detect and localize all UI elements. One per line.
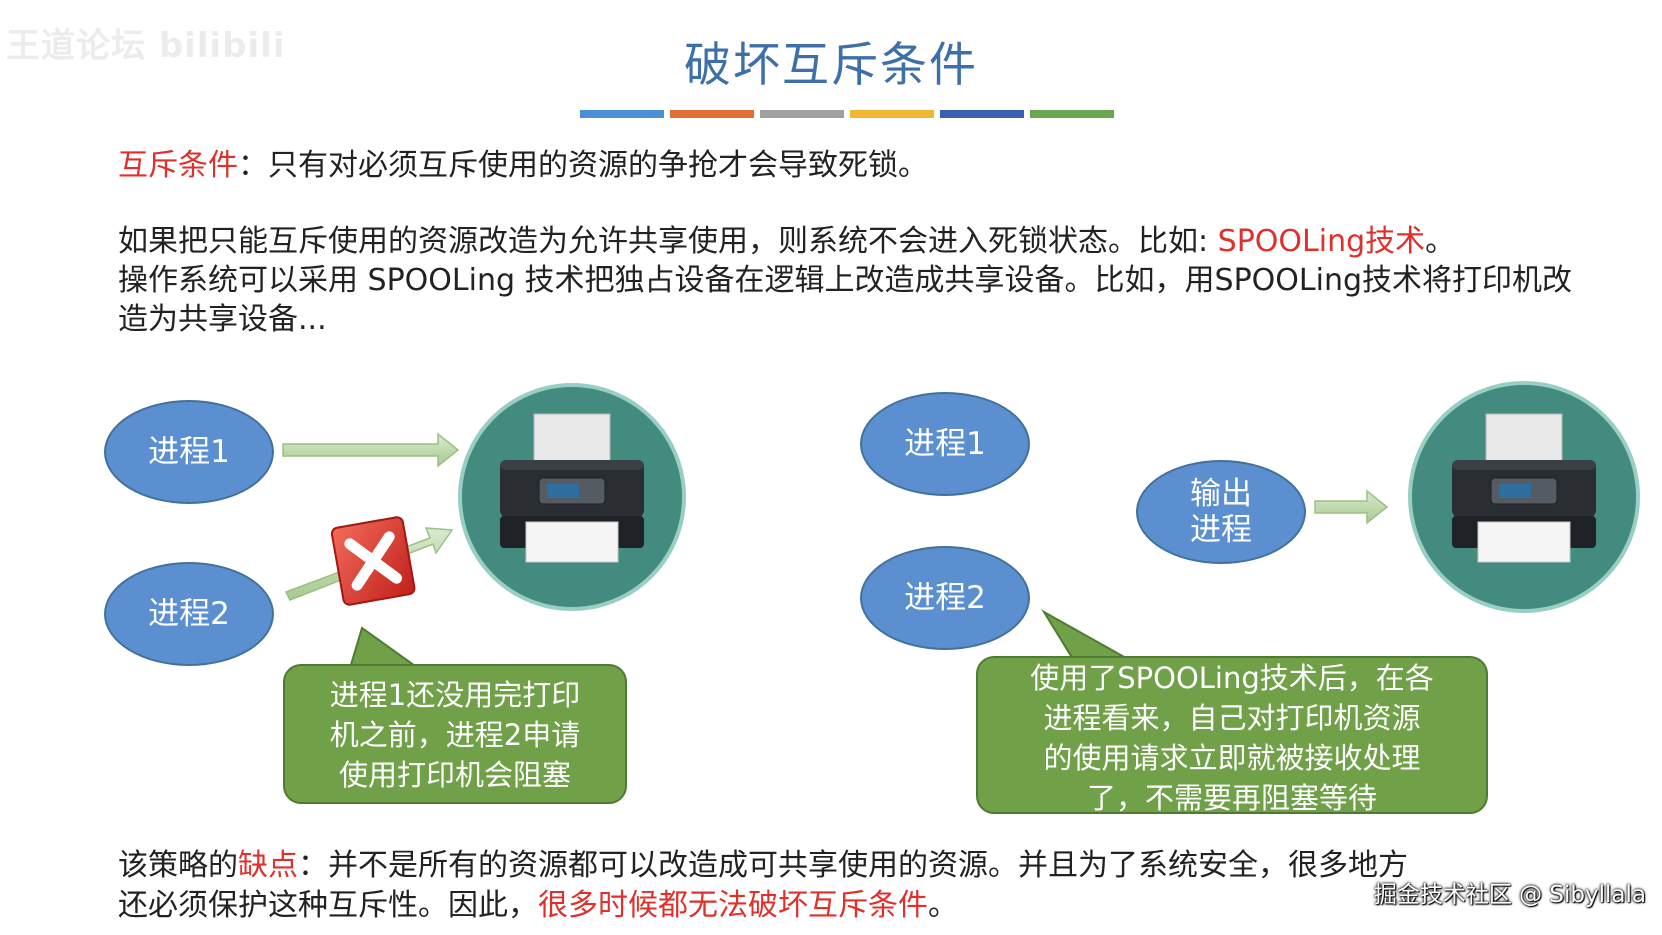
conclusion-paragraph: 该策略的缺点：并不是所有的资源都可以改造成可共享使用的资源。并且为了系统安全，很…	[118, 846, 1598, 926]
left-process2-oval: 进程2	[104, 562, 274, 666]
left-printer	[458, 383, 686, 611]
right-bubble-line: 的使用请求立即就被接收处理	[1043, 741, 1421, 775]
credit-label: 掘金技术社区 @ Sibyllala	[1373, 882, 1646, 908]
explanation-line1: 如果把只能互斥使用的资源改造为允许共享使用，则系统不会进入死锁状态。比如:	[118, 224, 1218, 259]
error-x-icon	[330, 516, 416, 606]
intro-text: ：只有对必须互斥使用的资源的争抢才会导致死锁。	[238, 148, 928, 183]
left-process1-label: 进程1	[148, 434, 230, 470]
left-arrow-process1	[282, 432, 460, 468]
explanation-paragraph: 如果把只能互斥使用的资源改造为允许共享使用，则系统不会进入死锁状态。比如: SP…	[118, 222, 1598, 339]
conclusion-term: 缺点	[238, 848, 298, 883]
left-bubble-line: 进程1还没用完打印	[329, 678, 581, 712]
right-process1-label: 进程1	[904, 426, 986, 462]
right-printer	[1408, 381, 1640, 613]
conclusion-text2: 还必须保护这种互斥性。因此，	[118, 888, 538, 923]
left-process1-oval: 进程1	[104, 400, 274, 504]
conclusion-end: 。	[928, 888, 958, 923]
left-process2-label: 进程2	[148, 596, 230, 632]
conclusion-prefix: 该策略的	[118, 848, 238, 883]
color-segment	[1030, 110, 1114, 118]
left-explanation-bubble: 进程1还没用完打印 机之前，进程2申请 使用打印机会阻塞	[283, 664, 627, 804]
right-bubble-line: 进程看来，自己对打印机资源	[1043, 701, 1421, 735]
color-segment	[940, 110, 1024, 118]
title-color-bar	[580, 110, 1114, 118]
spooling-highlight: SPOOLing技术	[1217, 224, 1426, 259]
right-bubble-line: 了，不需要再阻塞等待	[1086, 781, 1377, 815]
right-process2-label: 进程2	[904, 580, 986, 616]
color-segment	[670, 110, 754, 118]
right-arrow-output	[1314, 489, 1389, 525]
intro-term: 互斥条件	[118, 148, 238, 183]
output-process-oval: 输出 进程	[1136, 460, 1306, 564]
intro-paragraph: 互斥条件：只有对必须互斥使用的资源的争抢才会导致死锁。	[118, 146, 1598, 186]
color-segment	[580, 110, 664, 118]
conclusion-text1: ：并不是所有的资源都可以改造成可共享使用的资源。并且为了系统安全，很多地方	[298, 848, 1408, 883]
right-process1-oval: 进程1	[860, 392, 1030, 496]
slide-title: 破坏互斥条件	[684, 38, 978, 93]
output-process-label: 输出	[1190, 476, 1252, 512]
explanation-rest: 操作系统可以采用 SPOOLing 技术把独占设备在逻辑上改造成共享设备。比如，…	[118, 263, 1573, 337]
color-segment	[850, 110, 934, 118]
left-bubble-line: 机之前，进程2申请	[329, 718, 581, 752]
output-process-label: 进程	[1190, 512, 1252, 548]
right-process2-oval: 进程2	[860, 546, 1030, 650]
watermark-logo: 王道论坛 bilibili	[6, 26, 286, 66]
left-bubble-line: 使用打印机会阻塞	[338, 758, 571, 792]
explanation-line1-end: 。	[1425, 224, 1456, 259]
right-bubble-line: 使用了SPOOLing技术后，在各	[1030, 661, 1434, 695]
left-bubble-tail	[348, 626, 422, 669]
color-segment	[760, 110, 844, 118]
conclusion-highlight: 很多时候都无法破坏互斥条件	[538, 888, 928, 923]
right-explanation-bubble: 使用了SPOOLing技术后，在各 进程看来，自己对打印机资源 的使用请求立即就…	[976, 656, 1488, 815]
